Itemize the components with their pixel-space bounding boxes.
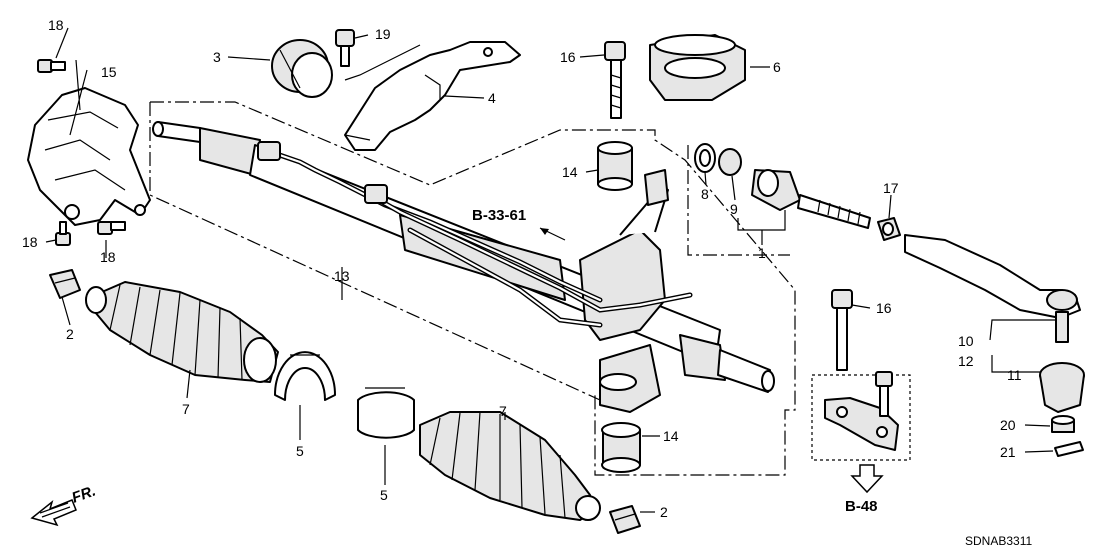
- reference-b-48[interactable]: B-48: [845, 464, 884, 515]
- callout-14-bottom: 14: [663, 428, 679, 444]
- callout-12: 12: [958, 353, 974, 369]
- callout-17: 17: [883, 180, 899, 196]
- boot-7-right: [419, 411, 601, 521]
- callout-16-top: 16: [560, 49, 576, 65]
- leader-lines: [45, 27, 1055, 513]
- reference-arrow-icon: [540, 228, 549, 235]
- bolt-16-bottom: [831, 289, 853, 371]
- callout-4: 4: [488, 90, 496, 106]
- rack-assembly-boundary: [149, 101, 796, 476]
- tie-rod-end-part: [904, 234, 1081, 343]
- bolt-18-top: [37, 59, 66, 73]
- bolt-19-part: [335, 29, 355, 67]
- callout-20: 20: [1000, 417, 1016, 433]
- diagram-code: SDNAB3311: [965, 534, 1032, 548]
- callout-7-right: 7: [499, 403, 507, 419]
- callout-labels: 18 15 18 18 2 7 5 3 19 4 16 6 14 13 14 5…: [22, 17, 1022, 520]
- callout-21: 21: [1000, 444, 1016, 460]
- boot-7-left: [85, 281, 279, 383]
- callout-18-top: 18: [48, 17, 64, 33]
- callout-2-left: 2: [66, 326, 74, 342]
- nut-20-part: [1051, 415, 1075, 433]
- bushing-14-bottom: [601, 422, 641, 473]
- front-label: FR.: [70, 483, 99, 507]
- heat-shield-part: [27, 87, 151, 226]
- callout-5-right: 5: [380, 487, 388, 503]
- callout-15: 15: [101, 64, 117, 80]
- callout-11: 11: [1007, 367, 1022, 383]
- callout-16-bottom: 16: [876, 300, 892, 316]
- lock-washer-9-part: [718, 148, 742, 176]
- reference-b-48-label[interactable]: B-48: [845, 498, 878, 515]
- callout-8: 8: [701, 186, 709, 202]
- bolt-18-left: [55, 221, 71, 246]
- callout-1: 1: [758, 245, 766, 261]
- bolt-18-right: [97, 221, 126, 235]
- bolt-16-top: [604, 41, 626, 119]
- callout-9: 9: [730, 201, 738, 217]
- washer-8-part: [694, 143, 716, 173]
- clamp-2-right: [609, 505, 641, 534]
- band-5-right: [357, 387, 415, 439]
- tie-rod-1-part: [751, 169, 871, 229]
- bushing-3-part: [271, 39, 333, 98]
- bushing-14-top: [597, 141, 633, 191]
- front-direction-indicator: FR.: [30, 483, 99, 527]
- nut-17-part: [877, 217, 901, 241]
- down-arrow-icon: [850, 464, 884, 494]
- callout-3: 3: [213, 49, 221, 65]
- mount-6-part: [649, 34, 746, 101]
- callout-18-left: 18: [22, 234, 38, 250]
- callout-13: 13: [334, 268, 350, 284]
- reference-b-33-61[interactable]: B-33-61: [472, 207, 566, 241]
- reference-b-33-61-label[interactable]: B-33-61: [472, 207, 526, 224]
- clamp-2-left: [49, 269, 81, 299]
- callout-6: 6: [773, 59, 781, 75]
- bracket-4-part: [344, 41, 521, 151]
- callout-14-top: 14: [562, 164, 578, 180]
- callout-5-left: 5: [296, 443, 304, 459]
- bracket-boundary: [811, 374, 911, 461]
- callout-18-right: 18: [100, 249, 116, 265]
- dust-boot-11-part: [1039, 362, 1085, 413]
- hydraulic-lines: [257, 141, 693, 328]
- cotter-pin-21-part: [1054, 441, 1084, 457]
- bracket-lower-part: [824, 371, 899, 451]
- tie-rod-boundary: [687, 145, 790, 256]
- callout-19: 19: [375, 26, 391, 42]
- callout-7-left: 7: [182, 401, 190, 417]
- callout-2-right: 2: [660, 504, 668, 520]
- band-5-left: [274, 351, 336, 401]
- callout-10: 10: [958, 333, 974, 349]
